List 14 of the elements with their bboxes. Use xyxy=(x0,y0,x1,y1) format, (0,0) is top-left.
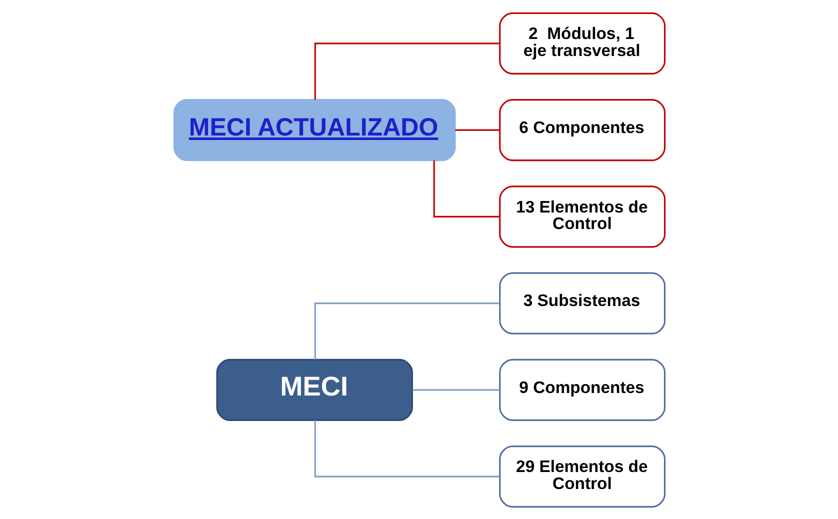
node-box: 6 Componentes xyxy=(498,98,666,161)
connector xyxy=(412,388,500,390)
node-box: 2 Módulos, 1 eje transversal xyxy=(498,12,666,74)
node-box: MECI ACTUALIZADO xyxy=(172,98,456,161)
connector xyxy=(432,160,500,217)
connector xyxy=(314,42,500,100)
node-box: 29 Elementos de Control xyxy=(498,445,666,508)
connector xyxy=(454,128,500,130)
node-box: MECI xyxy=(216,358,412,420)
node-box: 3 Subsistemas xyxy=(498,272,666,334)
node-box: 9 Componentes xyxy=(498,358,666,420)
connector xyxy=(314,420,500,477)
node-box: 13 Elementos de Control xyxy=(498,185,666,248)
connector xyxy=(314,302,500,360)
